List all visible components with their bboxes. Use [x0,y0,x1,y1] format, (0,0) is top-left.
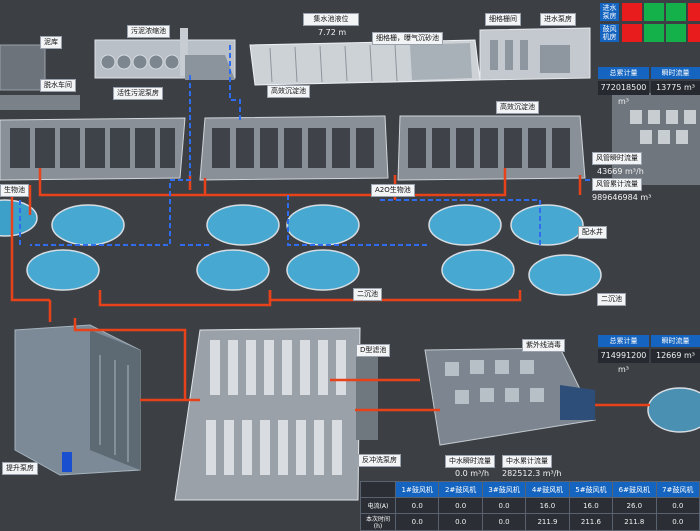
sludge-pipes [10,168,650,412]
pretreatment-area [249,27,591,86]
blower-current: 16.0 [525,497,570,514]
blower-table-corner [360,481,396,498]
row-header-time: 本次时间(h) [360,513,396,531]
blower-header: 7#鼓风机 [655,481,700,498]
air-pipes [19,45,600,246]
d-filter-label: D型滤池 [356,344,391,357]
fine-screen-label: 细格栅间 [485,13,521,26]
blower-time: 0.0 [481,513,527,531]
blower-header: 2#鼓风机 [438,481,483,498]
blower-header: 6#鼓风机 [612,481,657,498]
clarifier-label-1: 二沉池 [353,288,382,301]
instant-value: 13775 m³ [650,81,700,95]
air-instant-label: 风管瞬时流量 [592,152,642,165]
coarse-screen-label: 细格栅，曝气沉砂池 [372,32,443,45]
blower-header: 4#鼓风机 [525,481,570,498]
blower-current: 0.0 [438,497,483,514]
uv-disinfection-label: 紫外线消毒 [522,339,565,352]
blower-time: 0.0 [394,513,440,531]
air-total-label: 风管累计流量 [592,178,642,191]
blower-time: 0.0 [655,513,700,531]
status-light [666,24,686,42]
instant-value: 12669 m³ [650,349,700,363]
blower-time: 211.6 [568,513,614,531]
status-row-label-inlet: 进水泵房 [600,3,619,21]
status-light [622,24,642,42]
middle-water-instant-value: 0.0 m³/h [455,469,490,478]
lift-pump-room-label: 提升泵房 [2,462,38,475]
lift-pump-building [14,324,141,476]
dewatering-room-label: 脱水车间 [40,79,76,92]
hr-settling-label-1: 高效沉淀池 [267,85,310,98]
blower-current: 16.0 [568,497,614,514]
blower-time: 0.0 [438,513,483,531]
hr-settling-label-2: 高效沉淀池 [496,101,539,114]
uv-building [424,347,596,446]
d-filter [174,327,378,501]
a2o-bio-tank-label: A2O生物池 [371,184,415,197]
total-value: 772018500 m³ [598,81,649,106]
table-row: 本次时间(h) 0.0 0.0 0.0 211.9 211.6 211.8 0.… [360,513,700,531]
blower-time: 211.9 [525,513,570,531]
status-light [644,3,664,21]
air-instant-value: 43669 m³/h [597,167,644,176]
status-light [622,3,642,21]
middle-water-instant-label: 中水瞬时流量 [445,455,495,468]
instant-header: 瞬时流量 [650,335,700,347]
mud-storage-label: 泥库 [40,36,62,49]
total-value: 714991200 m³ [598,349,649,374]
blower-current: 0.0 [655,497,700,514]
activated-sludge-pump-label: 活性污泥泵房 [113,87,163,100]
distribution-well-label: 配水井 [578,226,607,239]
status-row-label-blower: 鼓风机房 [600,24,619,42]
status-light [688,3,700,21]
clarifiers [0,199,700,433]
blower-time: 211.8 [612,513,657,531]
middle-water-total-label: 中水累计流量 [502,455,552,468]
air-total-value: 989646984 m³ [592,193,652,202]
bio-tank-left-label: 生物池 [0,184,29,197]
inlet-flow-panel: 总累计量 瞬时流量 772018500 m³ 13775 m³ [598,67,700,106]
water-level-value: 7.72 m [318,28,347,37]
blower-table: 1#鼓风机 2#鼓风机 3#鼓风机 4#鼓风机 5#鼓风机 6#鼓风机 7#鼓风… [360,481,700,531]
blower-header: 3#鼓风机 [481,481,527,498]
blower-header: 1#鼓风机 [394,481,440,498]
blower-header: 5#鼓风机 [568,481,614,498]
status-light [666,3,686,21]
table-row: 电流(A) 0.0 0.0 0.0 16.0 16.0 26.0 0.0 [360,497,700,514]
air-flow-panel: 风管瞬时流量 43669 m³/h 风管累计流量 989646984 m³ [592,152,652,202]
middle-water-total-value: 282512.3 m³/h [502,469,562,478]
sludge-thickening-label: 污泥浓缩池 [127,25,170,38]
status-light [688,24,700,42]
row-header-current: 电流(A) [360,497,396,514]
clarifier-label-2: 二沉池 [597,293,626,306]
outlet-flow-panel: 总累计量 瞬时流量 714991200 m³ 12669 m³ [598,335,700,374]
inlet-pump-label: 进水泵房 [540,13,576,26]
instant-header: 瞬时流量 [650,67,700,79]
water-level-title: 集水池液位 [303,13,359,26]
blower-current: 0.0 [394,497,440,514]
status-light [644,24,664,42]
blower-current: 0.0 [481,497,527,514]
total-header: 总累计量 [598,67,649,79]
backwash-pump-room-label: 反冲洗泵房 [358,454,401,467]
blower-current: 26.0 [612,497,657,514]
total-header: 总累计量 [598,335,649,347]
